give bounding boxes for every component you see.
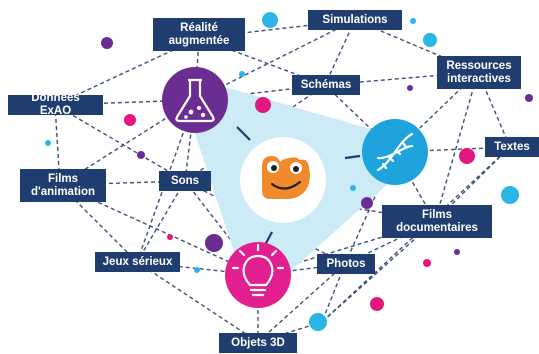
dna-icon: [376, 132, 414, 172]
biology-hub: [362, 119, 428, 185]
science-hub: [162, 67, 228, 133]
label-objets-3d: Objets 3D: [219, 333, 297, 353]
label-films-animation: Films d'animation: [20, 169, 106, 202]
idea-hub: [225, 242, 291, 308]
label-films-documentaires: Films documentaires: [382, 205, 492, 238]
label-photos: Photos: [317, 254, 375, 274]
label-sons: Sons: [159, 171, 211, 191]
label-donnees-exao: Données ExAO: [8, 92, 103, 117]
label-textes: Textes: [485, 137, 539, 157]
flask-icon: [175, 78, 215, 123]
frog-mascot-icon: [262, 156, 310, 200]
label-realite-augmentee: Réalité augmentée: [153, 18, 245, 51]
label-schemas: Schémas: [292, 75, 360, 95]
label-jeux-serieux: Jeux sérieux: [95, 252, 180, 272]
decorative-dots: [45, 12, 533, 331]
hub-connectors: [236, 126, 361, 246]
label-ressources-interactives: Ressources interactives: [437, 56, 521, 89]
label-simulations: Simulations: [308, 10, 402, 30]
lightbulb-icon: [231, 243, 285, 297]
central-mascot: [240, 137, 326, 223]
